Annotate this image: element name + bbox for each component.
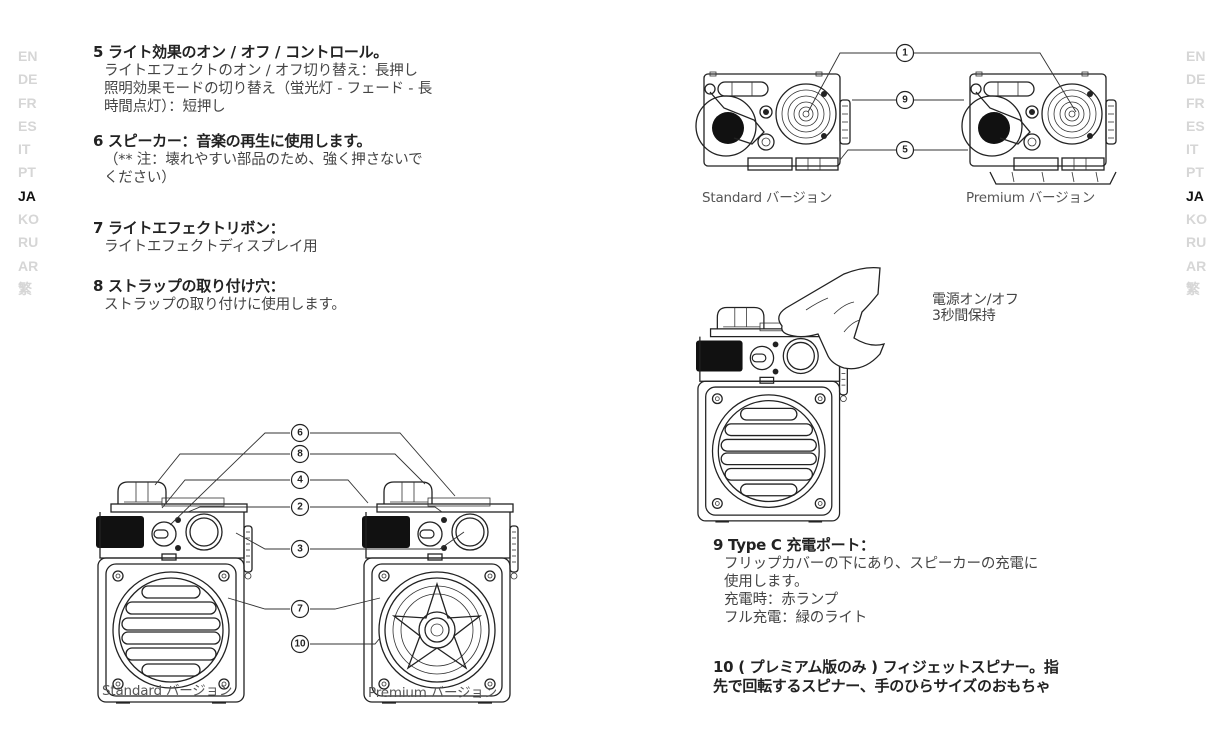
svg-text:5: 5 xyxy=(902,145,908,156)
callout-8: 8 xyxy=(290,444,310,464)
section-line: ライトエフェクトディスプレイ用 xyxy=(104,239,318,255)
section-line: 充電時：赤ランプ xyxy=(724,592,838,608)
section-line: 時間点灯）：短押し xyxy=(104,99,226,115)
lang-ja[interactable]: JA xyxy=(1186,187,1204,204)
section-speaker: 6 スピーカー：音楽の再生に使用します。 （** 注：壊れやすい部品のため、強く… xyxy=(93,132,423,187)
section-line: フリップカバーの下にあり、スピーカーの充電に xyxy=(724,556,1039,572)
svg-text:10: 10 xyxy=(294,639,306,650)
svg-text:1: 1 xyxy=(902,48,908,59)
lang-pt[interactable]: PT xyxy=(1186,164,1204,181)
callout-3: 3 xyxy=(290,539,310,559)
lang-it[interactable]: IT xyxy=(18,141,31,158)
section-title: 7 ライトエフェクトリボン： xyxy=(93,219,285,237)
section-line: ストラップの取り付けに使用します。 xyxy=(104,297,346,313)
svg-text:4: 4 xyxy=(297,475,303,486)
section-title: 6 スピーカー：音楽の再生に使用します。 xyxy=(93,132,372,150)
callout-2: 2 xyxy=(290,497,310,517)
svg-text:9: 9 xyxy=(902,95,908,106)
lang-en[interactable]: EN xyxy=(18,48,38,64)
standard-speaker-top xyxy=(695,71,851,171)
section-fidget-spinner: 10 ( プレミアム版のみ ) フィジェットスピナー。指 先で回転するスピナー、… xyxy=(713,658,1059,696)
leader-lines-front xyxy=(154,432,465,645)
standard-speaker-front xyxy=(95,481,253,704)
leader-lines-top xyxy=(807,52,1077,161)
section-line: ください） xyxy=(104,170,176,186)
lang-ru[interactable]: RU xyxy=(18,234,39,251)
lang-en[interactable]: EN xyxy=(1186,48,1206,64)
lang-zh-hant[interactable]: 繁 xyxy=(18,280,32,297)
premium-speaker-front xyxy=(361,481,519,704)
callout-5: 5 xyxy=(895,140,915,160)
section-line: （** 注：壊れやすい部品のため、強く押さないで xyxy=(104,152,423,168)
section-light-ribbon: 7 ライトエフェクトリボン： ライトエフェクトディスプレイ用 xyxy=(93,219,318,256)
callout-9: 9 xyxy=(895,90,915,110)
lang-fr[interactable]: FR xyxy=(1186,94,1205,111)
caption-standard-top: Standard バージョン xyxy=(702,190,833,206)
svg-text:6: 6 xyxy=(297,428,303,439)
callout-6: 6 xyxy=(290,423,310,443)
lang-ar[interactable]: AR xyxy=(1186,257,1207,274)
section-title-line: 先で回転するスピナー、手のひらサイズのおもちゃ xyxy=(713,677,1051,695)
premium-speaker-top xyxy=(961,71,1117,185)
section-title: 9 Type C 充電ポート： xyxy=(713,536,875,554)
lang-de[interactable]: DE xyxy=(18,71,38,88)
language-nav-right: EN DE FR ES IT PT JA KO RU AR 繁 xyxy=(1186,45,1216,301)
power-button-diagram xyxy=(695,266,886,523)
section-title: 8 ストラップの取り付け穴： xyxy=(93,277,285,295)
power-instruction-label: 電源オン/オフ 3秒間保持 xyxy=(932,292,1019,324)
lang-es[interactable]: ES xyxy=(1186,117,1205,134)
callout-1: 1 xyxy=(895,43,915,63)
lang-es[interactable]: ES xyxy=(18,117,37,134)
svg-text:8: 8 xyxy=(297,449,303,460)
svg-text:2: 2 xyxy=(297,502,303,513)
lang-pt[interactable]: PT xyxy=(18,164,36,181)
lang-ja[interactable]: JA xyxy=(18,187,36,204)
svg-text:7: 7 xyxy=(297,604,303,615)
lang-ar[interactable]: AR xyxy=(18,257,39,274)
lang-ko[interactable]: KO xyxy=(1186,211,1207,228)
callout-10: 10 xyxy=(290,634,310,654)
power-label-line: 電源オン/オフ xyxy=(932,292,1019,308)
lang-fr[interactable]: FR xyxy=(18,94,37,111)
caption-premium-top: Premium バージョン xyxy=(966,190,1095,206)
section-line: ライトエフェクトのオン / オフ切り替え：長押し xyxy=(104,63,418,79)
power-label-line: 3秒間保持 xyxy=(932,308,996,324)
section-light-effect-control: 5 ライト効果のオン / オフ / コントロール。 ライトエフェクトのオン / … xyxy=(93,43,432,116)
section-line: 使用します。 xyxy=(724,574,809,590)
lang-ko[interactable]: KO xyxy=(18,211,39,228)
callout-4: 4 xyxy=(290,470,310,490)
section-title-line: 10 ( プレミアム版のみ ) フィジェットスピナー。指 xyxy=(713,658,1059,676)
section-strap-hole: 8 ストラップの取り付け穴： ストラップの取り付けに使用します。 xyxy=(93,277,346,314)
lang-zh-hant[interactable]: 繁 xyxy=(1186,280,1200,297)
lang-de[interactable]: DE xyxy=(1186,71,1206,88)
callout-7: 7 xyxy=(290,599,310,619)
language-nav-left: EN DE FR ES IT PT JA KO RU AR 繁 xyxy=(18,45,48,301)
lang-it[interactable]: IT xyxy=(1186,141,1199,158)
section-type-c-port: 9 Type C 充電ポート： フリップカバーの下にあり、スピーカーの充電に 使… xyxy=(713,536,1038,627)
section-line: 照明効果モードの切り替え（蛍光灯 - フェード - 長 xyxy=(104,81,432,97)
svg-text:3: 3 xyxy=(297,544,303,555)
caption-premium-front: Premium バージョン xyxy=(368,685,497,701)
section-line: フル充電：緑のライト xyxy=(724,610,867,626)
lang-ru[interactable]: RU xyxy=(1186,234,1207,251)
section-title: 5 ライト効果のオン / オフ / コントロール。 xyxy=(93,43,389,61)
caption-standard-front: Standard バージョン xyxy=(102,683,233,699)
